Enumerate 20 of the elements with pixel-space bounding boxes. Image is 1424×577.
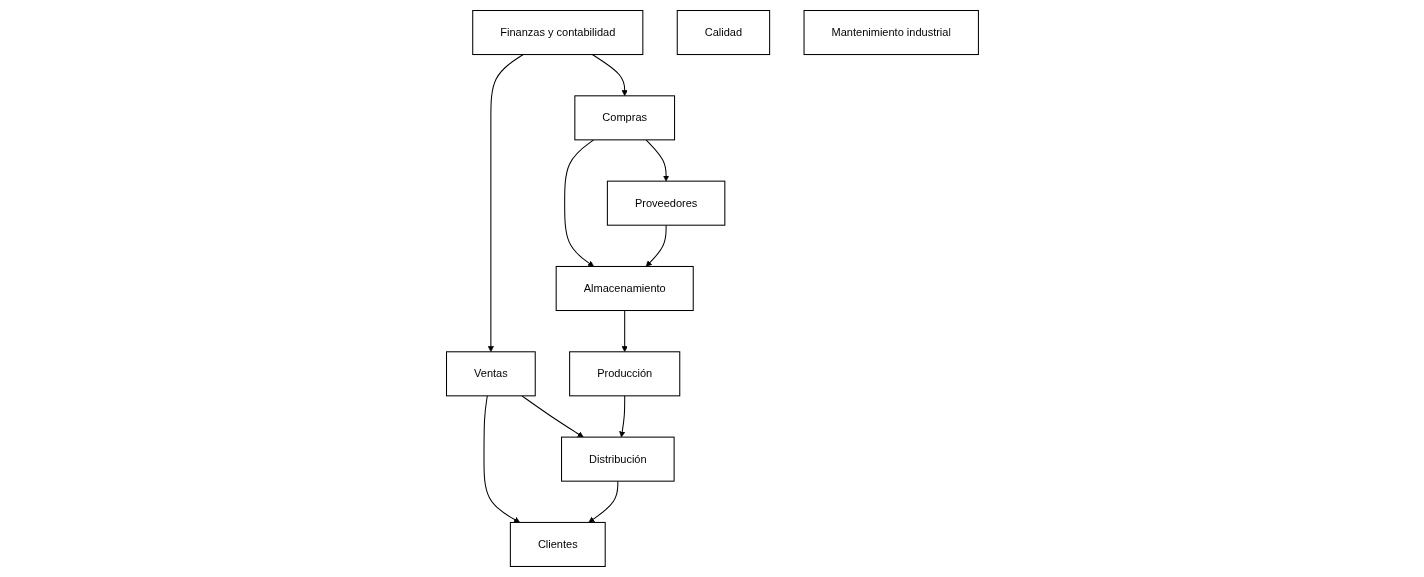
arrow <box>563 139 594 267</box>
node-box: Proveedores <box>606 180 725 226</box>
arrow <box>591 54 628 97</box>
node-box: Mantenimiento industrial <box>803 10 979 56</box>
node-box: Calidad <box>676 10 770 56</box>
node-box: Compras <box>573 95 675 141</box>
node-box: Finanzas y contabilidad <box>471 10 643 56</box>
arrow <box>487 54 524 353</box>
node-box: Clientes <box>509 521 606 567</box>
arrow <box>618 395 625 438</box>
arrow <box>483 395 520 523</box>
arrow <box>645 139 669 182</box>
node-box: Producción <box>568 351 680 397</box>
arrow <box>621 310 628 353</box>
arrow <box>520 395 584 438</box>
node-box: Distribución <box>560 436 675 482</box>
arrow <box>645 224 667 267</box>
node-box: Ventas <box>445 351 536 397</box>
arrow <box>588 480 618 523</box>
node-box: Almacenamiento <box>555 265 694 312</box>
